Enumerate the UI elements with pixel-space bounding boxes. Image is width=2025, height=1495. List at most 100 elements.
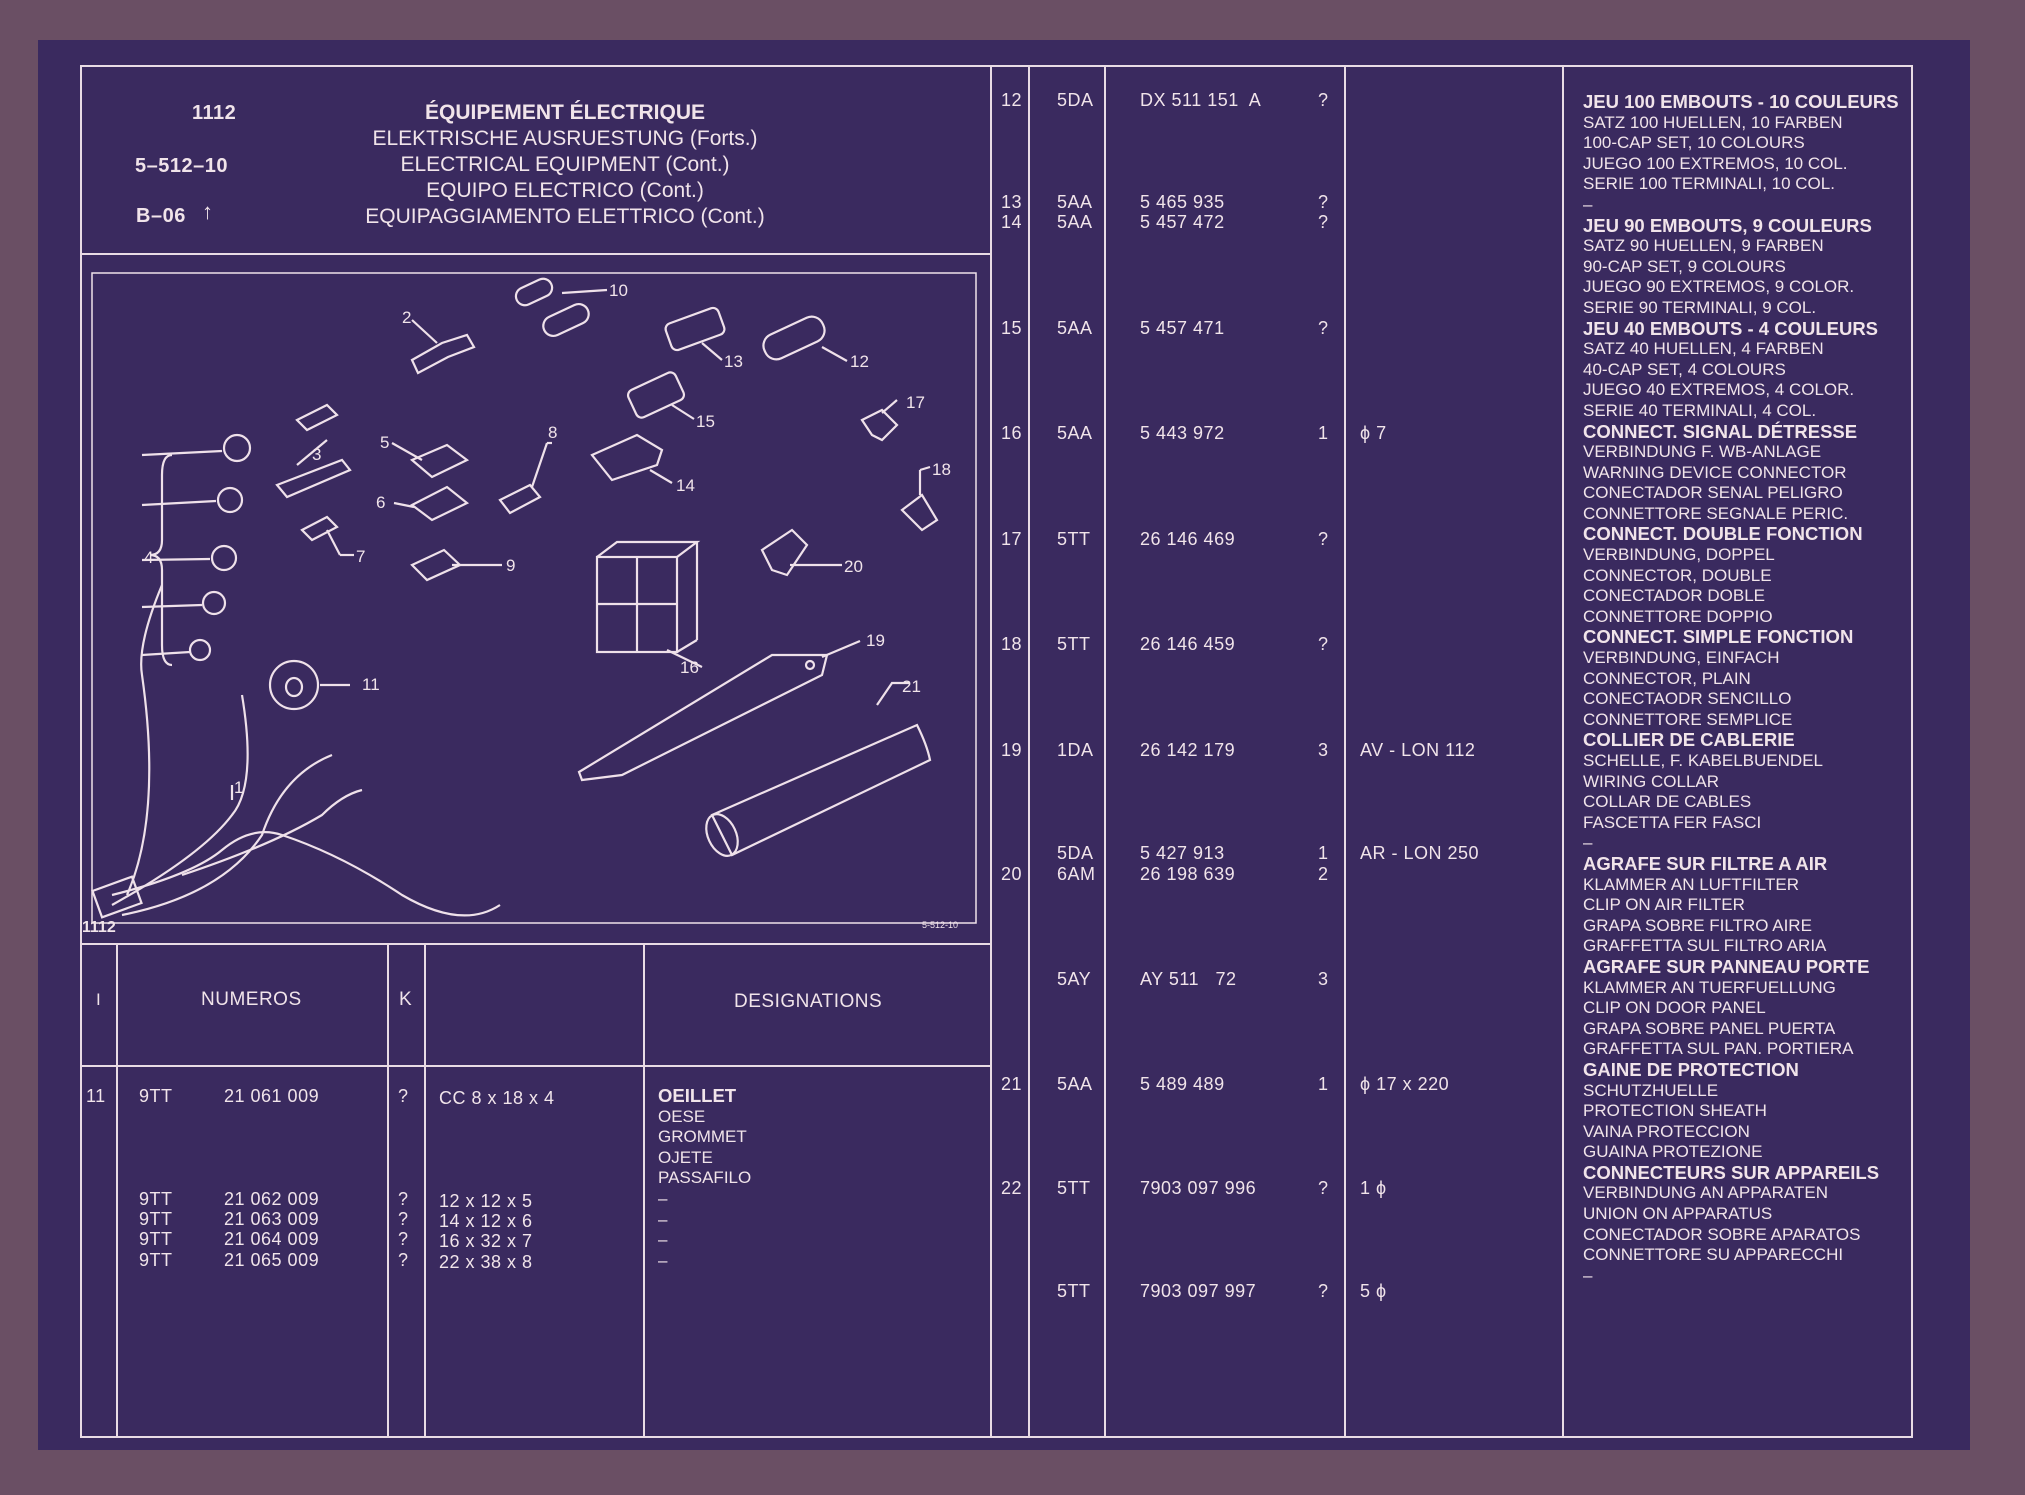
diagram-divider — [80, 943, 990, 945]
callout-9: 9 — [506, 556, 515, 575]
film-background — [38, 40, 1970, 1450]
row-index: 13 — [1001, 192, 1023, 212]
callout-6: 6 — [376, 493, 385, 512]
row-spec: 12 x 12 x 5 — [439, 1191, 533, 1211]
row-number: 21 062 009 — [224, 1189, 320, 1209]
designation-title: CONNECT. SIGNAL DÉTRESSE — [1583, 420, 1858, 442]
row-number: 5 465 935 — [1140, 192, 1225, 212]
designation-title: CONNECTEURS SUR APPAREILS — [1583, 1161, 1880, 1183]
row-index: 19 — [1001, 740, 1023, 760]
row-k: 2 — [1318, 864, 1329, 884]
row-k: ? — [1318, 529, 1329, 549]
left-col-i — [116, 943, 118, 1438]
row-number: 5 457 472 — [1140, 212, 1225, 232]
designation-line: SATZ 100 HUELLEN, 10 FARBEN — [1583, 112, 1843, 132]
diagram-corner-right: 5-512-10 — [922, 920, 958, 930]
row-number: 21 063 009 — [224, 1209, 320, 1229]
part-10 — [514, 277, 608, 338]
callout-20: 20 — [844, 557, 863, 576]
callout-10: 10 — [609, 281, 628, 300]
designation-line: SATZ 90 HUELLEN, 9 FARBEN — [1583, 236, 1824, 256]
row-spec: ϕ 17 x 220 — [1360, 1074, 1450, 1094]
designation-line: CONECTADOR DOBLE — [1583, 586, 1765, 606]
row-index: 16 — [1001, 423, 1023, 443]
designation-line: 40-CAP SET, 4 COLOURS — [1583, 359, 1786, 379]
row-number: 21 065 009 — [224, 1250, 320, 1270]
row-code: 5AA — [1057, 423, 1093, 443]
header-divider — [80, 253, 990, 255]
designation-title: COLLIER DE CABLERIE — [1583, 729, 1795, 751]
part-15 — [626, 371, 695, 420]
designation-title: JEU 90 EMBOUTS, 9 COULEURS — [1583, 214, 1872, 236]
col-head-designations: DESIGNATIONS — [734, 991, 883, 1012]
row-k: 1 — [1318, 843, 1329, 863]
row-number: 5 489 489 — [1140, 1074, 1225, 1094]
row-index: 21 — [1001, 1074, 1023, 1094]
part-2 — [410, 319, 476, 375]
callout-labels: 1 2 3 4 5 6 7 8 9 10 11 12 13 14 15 16 1… — [82, 281, 958, 936]
part-8 — [498, 441, 552, 515]
part-3 — [275, 403, 352, 499]
row-k: ? — [1318, 90, 1329, 110]
row-code: 1DA — [1057, 740, 1094, 760]
row-spec: 14 x 12 x 6 — [439, 1211, 533, 1231]
row-k: ? — [398, 1086, 409, 1106]
designation-line: GROMMET — [658, 1127, 747, 1147]
left-col-numeros — [387, 943, 389, 1438]
row-spec: 5 ϕ — [1360, 1281, 1387, 1301]
row-code: 5TT — [1057, 529, 1091, 549]
designation-line: CONNECTOR, DOUBLE — [1583, 565, 1772, 585]
row-k: 3 — [1318, 969, 1329, 989]
frame-right — [1911, 65, 1913, 1438]
row-k: ? — [1318, 1178, 1329, 1198]
diagram-corner-left: 1112 — [82, 919, 116, 936]
row-index: 20 — [1001, 864, 1023, 884]
title-en: ELECTRICAL EQUIPMENT (Cont.) — [400, 153, 730, 176]
row-spec: AV - LON 112 — [1360, 740, 1476, 760]
designation-title: JEU 100 EMBOUTS - 10 COULEURS — [1583, 91, 1899, 112]
divider-right-spec — [1562, 65, 1564, 1438]
designation-line: VERBINDUNG, DOPPEL — [1583, 545, 1775, 565]
ref-section: 5–512–10 — [135, 155, 228, 177]
row-index: 15 — [1001, 318, 1023, 338]
row-code: 5TT — [1057, 1178, 1091, 1198]
divider-right-i — [1028, 65, 1030, 1438]
frame-top — [80, 65, 1913, 67]
row-index: 12 — [1001, 90, 1023, 110]
designation-line: OJETE — [658, 1147, 713, 1167]
row-number: 5 427 913 — [1140, 843, 1225, 863]
designation-line: 100-CAP SET, 10 COLOURS — [1583, 133, 1805, 153]
designation-title: OEILLET — [658, 1085, 737, 1106]
callout-16: 16 — [680, 658, 699, 677]
exploded-diagram: 1 2 3 4 5 6 7 8 9 10 11 12 13 14 15 16 1… — [82, 255, 988, 941]
row-number: AY 511 72 — [1140, 969, 1237, 989]
designation-line: CLIP ON AIR FILTER — [1583, 895, 1745, 915]
callout-21: 21 — [902, 677, 921, 696]
row-code: 5AA — [1057, 318, 1093, 338]
designation-line: PROTECTION SHEATH — [1583, 1101, 1767, 1121]
col-head-numeros: NUMEROS — [201, 989, 302, 1010]
row-k: ? — [1318, 192, 1329, 212]
designation-line: GRAFFETTA SUL FILTRO ARIA — [1583, 936, 1827, 956]
designation-line: – — [1583, 833, 1593, 853]
designation-line: WIRING COLLAR — [1583, 771, 1720, 791]
row-code: 5DA — [1057, 90, 1094, 110]
frame-bottom — [80, 1436, 1913, 1438]
col-head-k: K — [399, 989, 413, 1010]
left-designations: OEILLET OESE GROMMET OJETE PASSAFILO – –… — [658, 1085, 978, 1271]
designation-title: AGRAFE SUR FILTRE A AIR — [1583, 852, 1828, 874]
row-number: 26 146 469 — [1140, 529, 1236, 549]
row-k: 1 — [1318, 1074, 1329, 1094]
designation-line: GRAFFETTA SUL PAN. PORTIERA — [1583, 1039, 1854, 1059]
designation-line: CLIP ON DOOR PANEL — [1583, 998, 1766, 1018]
part-1 — [91, 584, 501, 919]
callout-13: 13 — [724, 352, 743, 371]
designation-line: – — [658, 1230, 668, 1250]
row-index: 14 — [1001, 212, 1023, 232]
part-5 — [391, 442, 470, 479]
row-code: 9TT — [139, 1229, 173, 1249]
designation-line: WARNING DEVICE CONNECTOR — [1583, 462, 1847, 482]
part-6 — [393, 485, 470, 522]
